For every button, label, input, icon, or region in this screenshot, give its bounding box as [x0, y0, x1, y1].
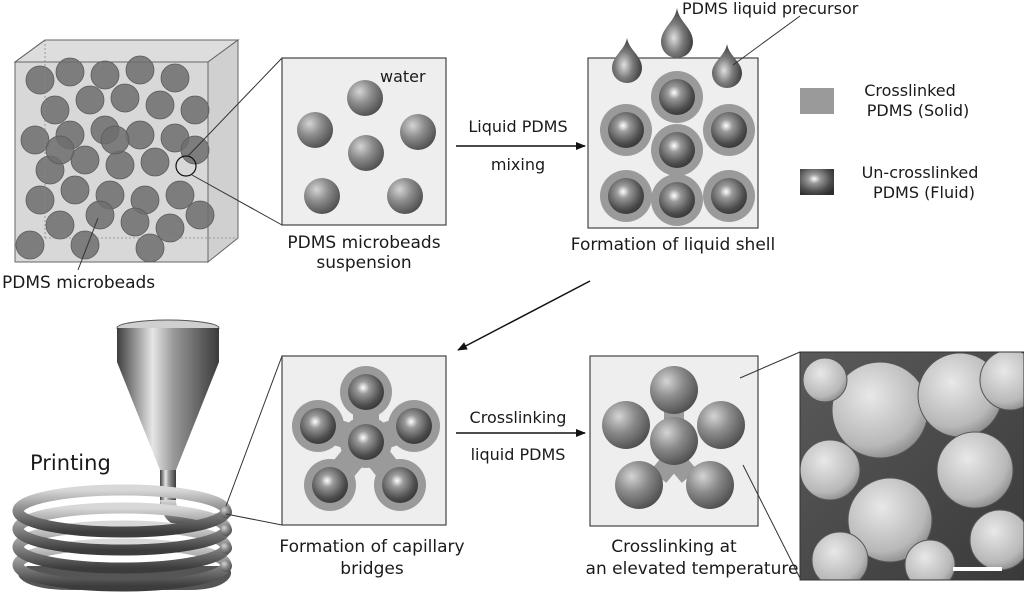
scale-bar	[953, 567, 1002, 571]
legend-solid-line2: PDMS (Solid)	[867, 101, 970, 120]
capillary-bridge-beads	[292, 366, 440, 511]
next-stage-arrow	[457, 280, 591, 351]
pdms-microbeads-label: PDMS microbeads	[2, 273, 155, 293]
crosslinked-beads	[602, 366, 745, 509]
precursor-droplets	[612, 8, 742, 88]
capillary-label-line1: Formation of capillary	[279, 537, 464, 557]
arrow2-top-label: Crosslinking	[470, 408, 567, 427]
microbead-cube	[13, 39, 240, 264]
elevated-label-line2: an elevated temperature	[586, 559, 799, 579]
arrow1-top-label: Liquid PDMS	[468, 117, 567, 136]
legend-fluid-line2: PDMS (Fluid)	[873, 183, 975, 202]
capillary-label-line2: bridges	[340, 559, 404, 579]
printed-coil	[12, 484, 232, 592]
precursor-label: PDMS liquid precursor	[682, 0, 859, 18]
water-label: water	[380, 67, 426, 86]
legend-solid-line1: Crosslinked	[864, 81, 956, 100]
suspension-label-line2: suspension	[316, 253, 411, 273]
legend-solid-swatch	[800, 88, 834, 114]
shelled-beads	[600, 71, 755, 226]
arrow2-bottom-label: liquid PDMS	[471, 445, 566, 464]
arrow1-bottom-label: mixing	[491, 155, 545, 174]
liquid-shell-label: Formation of liquid shell	[571, 235, 775, 255]
sem-micrograph	[800, 352, 1024, 580]
elevated-label-line1: Crosslinking at	[611, 537, 737, 557]
legend-fluid-line1: Un-crosslinked	[862, 163, 979, 182]
suspension-label-line1: PDMS microbeads	[287, 233, 440, 253]
legend: Crosslinked PDMS (Solid) Un-crosslinked …	[800, 81, 978, 202]
suspension-beads	[297, 80, 436, 214]
printing-label: Printing	[30, 451, 111, 475]
legend-fluid-swatch	[800, 169, 834, 195]
